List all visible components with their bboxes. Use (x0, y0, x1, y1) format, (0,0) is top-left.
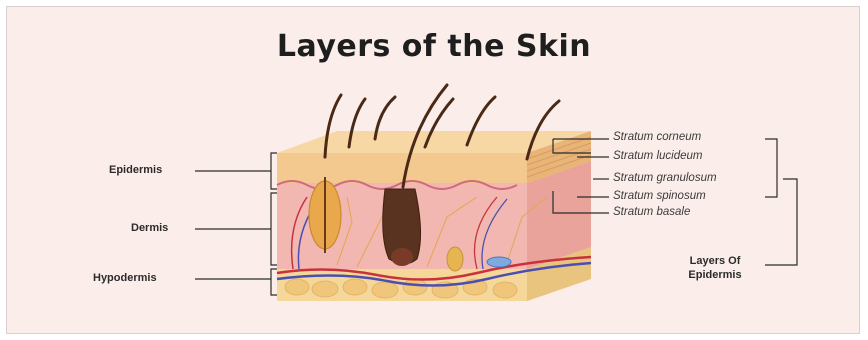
label-stratum-granulosum: Stratum granulosum (613, 172, 717, 184)
group-label-line1: Layers Of (673, 254, 757, 268)
label-layers-of-epidermis: Layers Of Epidermis (673, 254, 757, 282)
label-dermis: Dermis (131, 222, 168, 234)
label-stratum-basale: Stratum basale (613, 206, 690, 218)
label-stratum-spinosum: Stratum spinosum (613, 190, 706, 202)
diagram-frame: Layers of the Skin (6, 6, 860, 334)
label-stratum-lucideum: Stratum lucideum (613, 150, 702, 162)
label-hypodermis: Hypodermis (93, 272, 157, 284)
group-label-line2: Epidermis (673, 268, 757, 282)
label-stratum-corneum: Stratum corneum (613, 131, 701, 143)
label-epidermis: Epidermis (109, 164, 162, 176)
